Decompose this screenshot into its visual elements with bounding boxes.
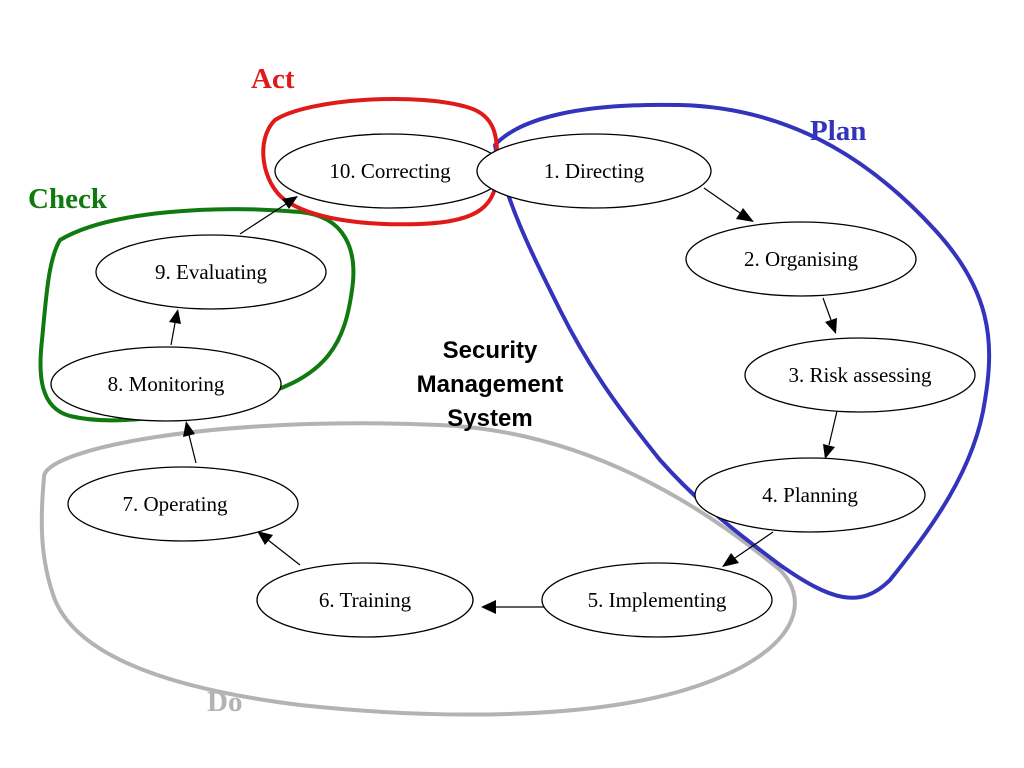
act-group-outline [261, 96, 500, 227]
node-correcting-label: 10. Correcting [329, 159, 451, 183]
node-monitoring: 8. Monitoring [50, 346, 282, 422]
node-directing: 1. Directing [476, 133, 712, 209]
edge-evaluating-to-correcting [239, 196, 298, 235]
center-title-line-1: Security [443, 337, 538, 364]
node-implementing-label: 5. Implementing [588, 588, 727, 612]
node-training-label: 6. Training [319, 588, 412, 612]
node-directing-label: 1. Directing [544, 159, 645, 183]
node-risk-assessing: 3. Risk assessing [744, 337, 976, 413]
center-title-line-2: Management [417, 371, 564, 398]
node-layer: 10. Correcting 1. Directing 2. Organisin… [50, 133, 976, 638]
edge-monitoring-to-evaluating [169, 309, 181, 346]
act-group-label: Act [251, 63, 295, 95]
node-organising: 2. Organising [685, 221, 917, 297]
edge-operating-to-monitoring [183, 421, 197, 464]
node-training: 6. Training [256, 562, 474, 638]
node-implementing: 5. Implementing [541, 562, 773, 638]
edge-planning-to-implementing [722, 531, 774, 567]
edge-directing-to-organising [703, 187, 754, 222]
check-group-outline [38, 207, 356, 423]
node-risk-assessing-label: 3. Risk assessing [789, 363, 932, 387]
node-correcting: 10. Correcting [274, 133, 506, 209]
plan-group-outline [493, 102, 992, 600]
do-group-outline [39, 421, 797, 717]
edge-layer [169, 187, 838, 614]
edge-training-to-operating [257, 531, 301, 566]
node-planning: 4. Planning [694, 457, 926, 533]
do-group-label: Do [207, 686, 242, 718]
edge-organising-to-risk-assessing [822, 297, 837, 334]
node-operating-label: 7. Operating [123, 492, 228, 516]
node-operating: 7. Operating [67, 466, 299, 542]
node-monitoring-label: 8. Monitoring [108, 372, 225, 396]
edge-implementing-to-training [481, 600, 550, 614]
center-title: Security Management System [417, 337, 564, 432]
plan-group-label: Plan [810, 115, 866, 147]
node-evaluating: 9. Evaluating [95, 234, 327, 310]
edge-risk-assessing-to-planning [823, 410, 838, 459]
node-organising-label: 2. Organising [744, 247, 858, 271]
center-title-line-3: System [447, 405, 532, 432]
node-planning-label: 4. Planning [762, 483, 858, 507]
node-evaluating-label: 9. Evaluating [155, 260, 267, 284]
check-group-label: Check [28, 183, 108, 215]
